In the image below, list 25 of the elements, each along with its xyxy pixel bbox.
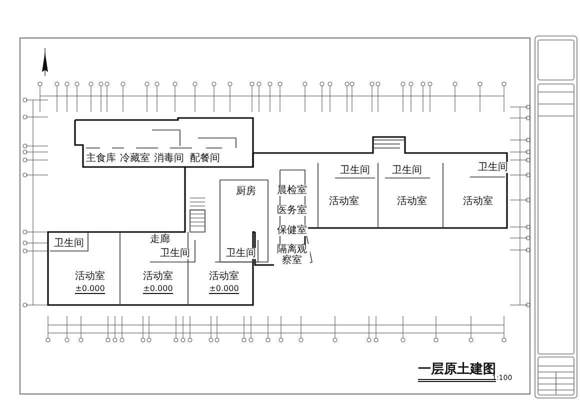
- room-label: 晨检室: [276, 184, 308, 196]
- room-label: 活动室: [328, 196, 360, 206]
- room-label: 医务室: [276, 204, 308, 216]
- room-label: 卫生间: [391, 164, 423, 176]
- room-label: 配餐间: [189, 152, 221, 164]
- room-label: 走廊: [149, 234, 171, 244]
- room-label: 活动室: [208, 270, 240, 282]
- room-label: 消毒间: [153, 152, 185, 164]
- room-label: 厨房: [235, 186, 257, 197]
- room-label: 保健室: [276, 224, 308, 236]
- room-label: 卫生间: [339, 164, 371, 176]
- room-label: 活动室: [462, 196, 494, 206]
- room-label: 活动室: [142, 270, 174, 282]
- room-label: 卫生间: [53, 238, 85, 248]
- room-label: 卫生间: [159, 248, 191, 258]
- room-label: 主食库: [85, 152, 117, 164]
- room-label: 卫生间: [477, 162, 509, 172]
- elevation-mark: ±0.000: [75, 284, 105, 294]
- room-label: 卫生间: [225, 248, 257, 258]
- room-label: 活动室: [74, 270, 106, 282]
- room-label: 冷藏室: [119, 152, 151, 164]
- elevation-mark: ±0.000: [209, 284, 239, 294]
- elevation-mark: ±0.000: [143, 284, 173, 294]
- room-label: 活动室: [396, 196, 428, 206]
- room-label: 隔离观察室: [274, 244, 310, 266]
